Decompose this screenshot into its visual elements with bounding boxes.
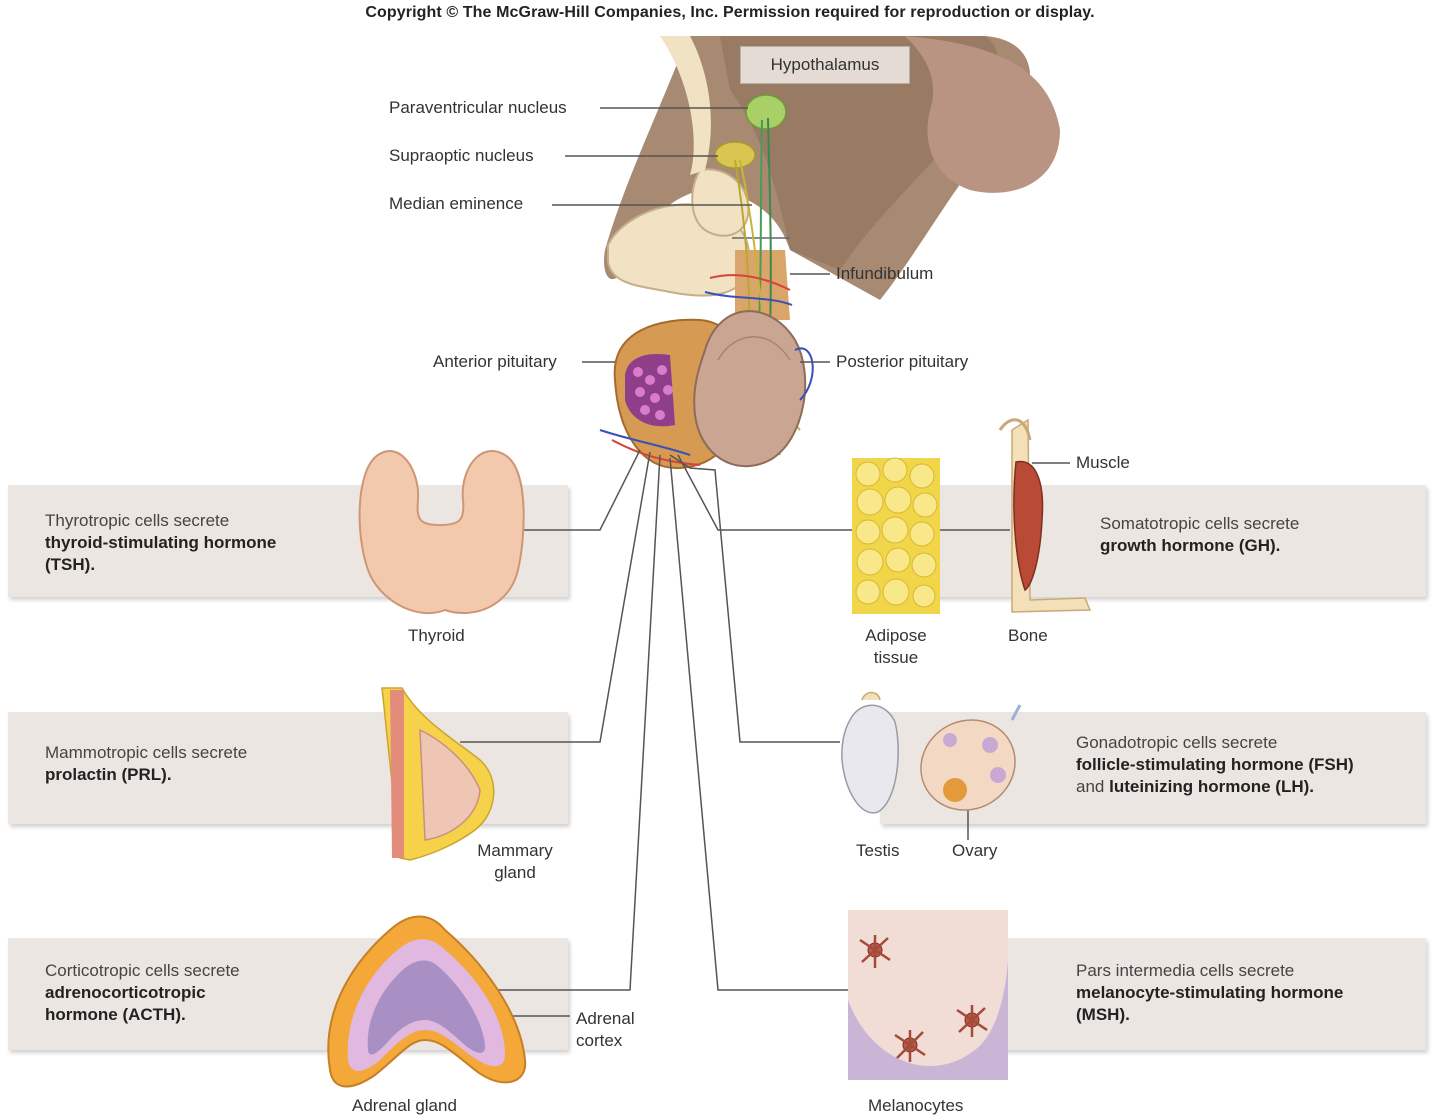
bone-muscle-illustration	[998, 418, 1092, 613]
gonadotropin-text: Gonadotropic cells secrete follicle-stim…	[1076, 732, 1354, 798]
anterior-pituitary-label: Anterior pituitary	[433, 352, 557, 371]
tsh-hormone-line1: thyroid-stimulating hormone	[45, 533, 277, 552]
mammary-label-line1: Mammary	[477, 841, 553, 860]
testis-illustration	[841, 691, 899, 814]
gh-intro: Somatotropic cells secrete	[1100, 514, 1300, 533]
prl-intro: Mammotropic cells secrete	[45, 743, 248, 762]
adipose-label-line2: tissue	[873, 648, 919, 667]
adrenal-cortex-line1: Adrenal	[576, 1009, 635, 1028]
gh-text: Somatotropic cells secrete growth hormon…	[1100, 513, 1299, 557]
supraoptic-nucleus-label: Supraoptic nucleus	[389, 146, 534, 165]
ovary-illustration	[920, 704, 1022, 811]
posterior-pituitary-shape	[693, 310, 807, 468]
muscle-label: Muscle	[1076, 453, 1130, 472]
adrenal-gland-label: Adrenal gland	[352, 1096, 457, 1115]
acth-hormone-line1: adrenocorticotropic	[45, 983, 206, 1002]
adipose-tissue-illustration	[852, 457, 940, 614]
adipose-tissue-label: Adipose tissue	[850, 625, 942, 669]
infundibulum-label: Infundibulum	[836, 264, 934, 283]
acth-hormone-line2: hormone (ACTH).	[45, 1005, 186, 1024]
skin-melanocytes-illustration	[848, 910, 1008, 1080]
acth-text: Corticotropic cells secrete adrenocortic…	[45, 960, 240, 1026]
copyright-notice: Copyright © The McGraw-Hill Companies, I…	[365, 4, 1095, 21]
adrenal-gland-illustration	[327, 915, 527, 1088]
gonadotropin-intro: Gonadotropic cells secrete	[1076, 733, 1278, 752]
adipose-label-line1: Adipose	[865, 626, 927, 645]
acth-intro: Corticotropic cells secrete	[45, 961, 240, 980]
tsh-text: Thyrotropic cells secrete thyroid-stimul…	[45, 510, 276, 576]
gh-hormone: growth hormone (GH).	[1100, 536, 1281, 555]
gonadotropin-and: and	[1076, 777, 1110, 796]
thyroid-illustration	[358, 450, 525, 615]
prl-hormone: prolactin (PRL).	[45, 765, 172, 784]
mammary-gland-label: Mammary gland	[468, 840, 562, 884]
lh-hormone: luteinizing hormone (LH).	[1109, 777, 1315, 796]
portal-blood-vessels	[599, 274, 814, 466]
testis-label: Testis	[856, 841, 900, 860]
median-eminence-label: Median eminence	[389, 194, 524, 213]
ovary-label: Ovary	[952, 841, 998, 860]
paraventricular-nucleus-label: Paraventricular nucleus	[389, 98, 567, 117]
tsh-intro: Thyrotropic cells secrete	[45, 511, 230, 530]
paraventricular-nucleus-shape	[745, 94, 787, 130]
thyroid-label: Thyroid	[408, 626, 465, 645]
bone-label: Bone	[1008, 626, 1048, 645]
melanocytes-label: Melanocytes	[868, 1096, 964, 1115]
msh-text: Pars intermedia cells secrete melanocyte…	[1076, 960, 1343, 1026]
msh-hormone-line2: (MSH).	[1076, 1005, 1130, 1024]
posterior-pituitary-label: Posterior pituitary	[836, 352, 969, 371]
hypothalamus-label: Hypothalamus	[740, 46, 910, 84]
msh-hormone-line1: melanocyte-stimulating hormone	[1076, 983, 1344, 1002]
adrenal-cortex-line2: cortex	[576, 1031, 623, 1050]
brain-section-illustration	[604, 36, 1060, 300]
mammary-gland-illustration	[381, 687, 495, 861]
tsh-hormone-line2: (TSH).	[45, 555, 96, 574]
mammary-label-line2: gland	[494, 863, 536, 882]
prl-text: Mammotropic cells secrete prolactin (PRL…	[45, 742, 247, 786]
supraoptic-nucleus-shape	[714, 141, 756, 169]
adrenal-cortex-label: Adrenal cortex	[576, 1008, 635, 1052]
fsh-hormone: follicle-stimulating hormone (FSH)	[1076, 755, 1354, 774]
msh-intro: Pars intermedia cells secrete	[1076, 961, 1295, 980]
